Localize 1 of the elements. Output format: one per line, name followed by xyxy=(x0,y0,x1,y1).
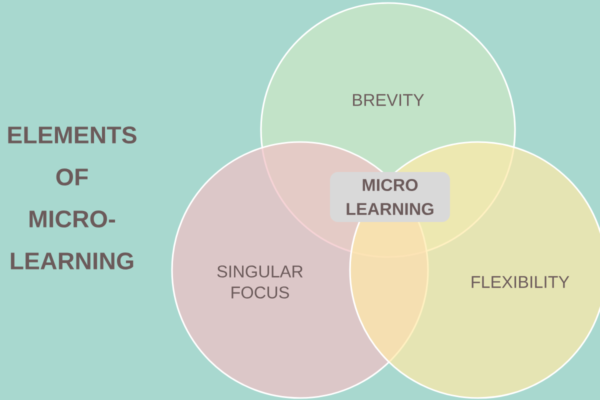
title: ELEMENTS OF MICRO-LEARNING xyxy=(8,126,136,270)
